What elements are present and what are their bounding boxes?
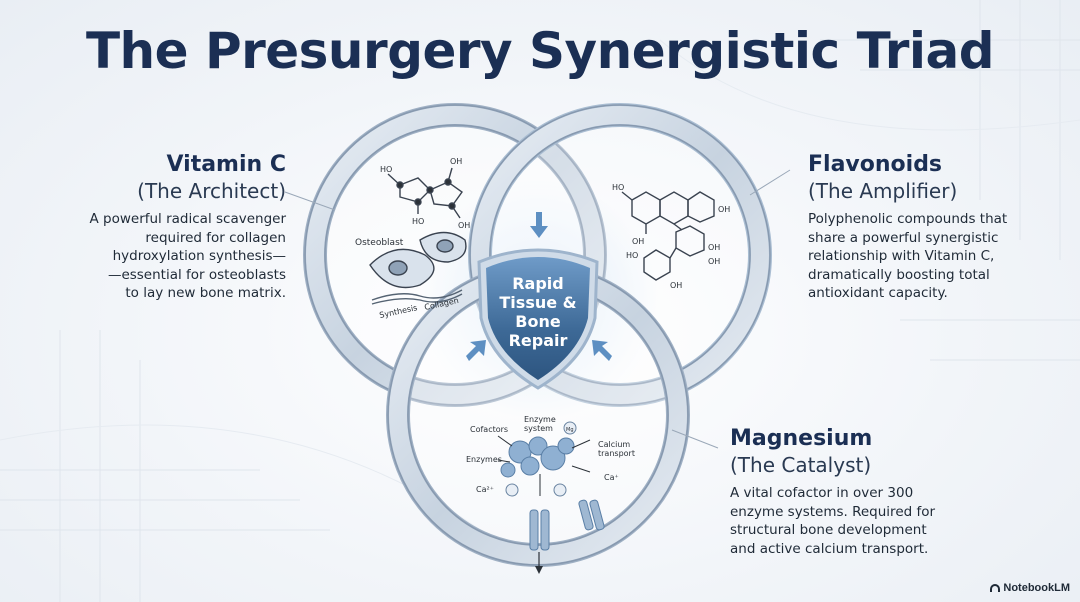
mg-ion-2-icon [505,483,519,497]
ring-flavonoids [468,103,772,407]
magnesium-desc-line: and active calcium transport. [730,540,929,557]
flavonoids-desc: Polyphenolic compounds that share a powe… [808,210,1058,303]
flavonoids-role: (The Amplifier) [808,179,958,203]
vitamin-c-block: Vitamin C (The Architect) A powerful rad… [46,152,287,303]
flavonoids-block: Flavonoids (The Amplifier) Polyphenolic … [808,152,1058,303]
vitamin-c-desc-line: to lay new bone matrix. [125,285,286,301]
vc-oh-1: OH [450,157,462,166]
leader-flavonoids [749,169,791,196]
flavonoids-name: Flavonoids [808,152,943,177]
magnesium-role: (The Catalyst) [730,453,872,477]
flavonoids-desc-line: dramatically boosting total [808,266,990,283]
transport-arrow-icon [535,566,543,574]
fl-ho-1: HO [612,183,624,192]
flavonoids-desc-line: Polyphenolic compounds that [808,211,1008,227]
magnesium-desc-line: enzyme systems. Required for [730,503,936,520]
fl-oh-5: OH [670,281,682,290]
flavonoids-desc-line: relationship with Vitamin C, [808,248,995,264]
mg-ca2-label: Ca²⁺ [476,485,494,494]
mg-ion-3-icon [553,483,567,497]
vitamin-c-role: (The Architect) [137,179,286,203]
vc-ho-1: HO [380,165,392,174]
center-label-1: Rapid [512,274,564,293]
vitamin-c-desc: A powerful radical scavenger required fo… [46,210,287,303]
calcium-channels [529,499,605,551]
leader-magnesium [671,429,719,449]
fl-oh-1: OH [718,205,730,214]
mg-system-label: system [524,424,553,433]
vc-osteoblast-label: Osteoblast [355,238,404,248]
center-label-3: Bone [515,312,561,331]
brand-label: NotebookLM [1003,582,1070,594]
magnesium-art-labels: Cofactors Enzyme system Calcium transpor… [466,415,635,494]
flavonoid-illustration [621,191,715,281]
vitamin-c-illustration [369,167,467,305]
mg-calcium-label: Calcium [598,440,630,449]
fl-oh-3: OH [708,243,720,252]
mg-ion-1-icon [563,421,577,435]
notebooklm-logo-icon [990,584,1001,592]
center-shield: Rapid Tissue & Bone Repair [477,248,599,390]
mg-transport-label: transport [598,449,635,458]
notebooklm-brand: NotebookLM [990,582,1070,594]
fl-oh-4: OH [708,257,720,266]
fl-ho-2: HO [626,251,638,260]
vitamin-c-desc-line: —essential for osteoblasts [107,266,286,283]
center-arrows [466,212,612,361]
ascorbic-ring-icon [399,177,431,203]
fl-oh-2: OH [632,237,644,246]
center-label-2: Tissue & [499,293,576,312]
page-title: The Presurgery Synergistic Triad [85,22,995,80]
vc-oh-2: OH [458,221,470,230]
vitamin-c-name: Vitamin C [166,152,286,177]
mg-cofactors-label: Cofactors [470,425,508,434]
arrow-top-icon [530,212,548,238]
magnesium-illustration [497,421,605,574]
vitamin-c-desc-line: required for collagen [145,229,286,246]
arrow-left-icon [466,340,486,361]
vitamin-c-desc-line: A powerful radical scavenger [89,211,287,227]
flavonoids-desc-line: antioxidant capacity. [808,285,948,301]
center-label-4: Repair [509,331,568,350]
leader-vitamin-c [284,191,336,211]
mg-enzyme-label: Enzyme [524,415,556,424]
magnesium-block: Magnesium (The Catalyst) A vital cofacto… [730,426,990,558]
mg-enzymes-label: Enzymes [466,455,502,464]
vc-ho-2: HO [412,217,424,226]
flavonoid-art-labels: HO OH OH OH OH OH HO [612,183,730,290]
mg-ca-label: Ca⁺ [604,473,619,482]
magnesium-desc-line: A vital cofactor in over 300 [730,485,914,501]
magnesium-desc-line: structural bone development [730,522,927,538]
arrow-right-icon [592,340,612,361]
mg-ion-label: Mg [566,427,574,433]
magnesium-desc: A vital cofactor in over 300 enzyme syst… [730,484,990,558]
flavonoids-desc-line: share a powerful synergistic [808,229,999,246]
magnesium-name: Magnesium [730,426,873,451]
vitamin-c-desc-line: hydroxylation synthesis— [112,248,286,264]
